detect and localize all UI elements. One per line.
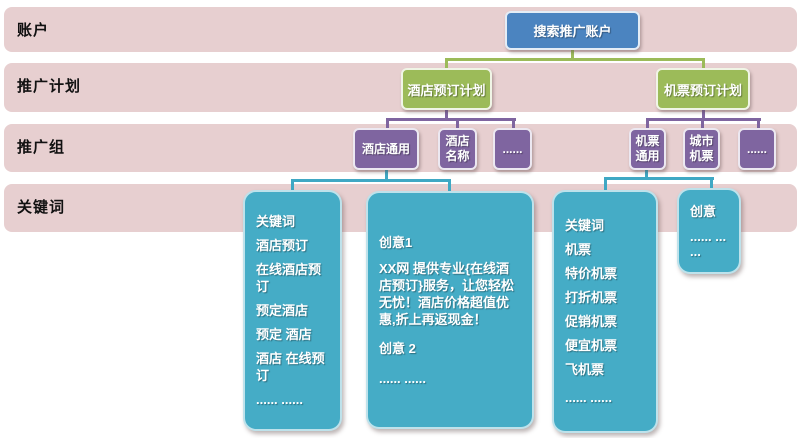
group-node-hotel-general-label: 酒店通用: [361, 141, 410, 156]
connector-leg-hotel-creatives: [448, 181, 451, 191]
creative-line: 创意 2: [379, 341, 416, 356]
plan-node-flight: 机票预订计划: [656, 68, 750, 110]
connector-leg-hotel-name: [456, 120, 459, 129]
connector-leg-flight-plan: [702, 60, 705, 69]
keyword-line: 打折机票: [565, 290, 618, 306]
connector-hotel-plan-feed: [445, 110, 448, 119]
connector-leg-hotel-plan: [445, 60, 448, 69]
connector-leg-hotel-keywords: [291, 181, 294, 191]
creative-box-hotel: 创意1 XX网 提供专业{在线酒店预订}服务，让您轻松无忧！酒店价格超值优惠,折…: [366, 191, 534, 429]
group-node-hotel-name: 酒店名称: [438, 128, 477, 170]
connector-leg-hotel-more: [512, 120, 515, 129]
connector-hotel-keywords-horizontal: [291, 179, 451, 182]
creative-line: ...... ... ...: [690, 229, 727, 260]
account-node-label: 搜索推广账户: [533, 24, 612, 39]
keyword-line: 便宜机票: [565, 338, 618, 354]
keyword-box-flight: 关键词 机票 特价机票 打折机票 促销机票 便宜机票 飞机票 ...... ..…: [552, 190, 658, 433]
connector-account-feed: [571, 50, 574, 60]
group-node-city-flight: 城市机票: [683, 128, 720, 170]
creative-line: XX网 提供专业{在线酒店预订}服务，让您轻松无忧！酒店价格超值优惠,折上再返现…: [379, 261, 515, 327]
creative-line: 创意: [690, 203, 717, 219]
level-band-account: 账户: [4, 7, 797, 52]
connector-hotel-groups-horizontal: [386, 118, 516, 121]
connector-leg-flight-more: [757, 120, 760, 129]
connector-flight-group-feed: [645, 170, 648, 178]
connector-account-horizontal: [445, 58, 705, 61]
keyword-line: 关键词: [256, 214, 296, 229]
group-node-hotel-general: 酒店通用: [353, 128, 419, 170]
group-node-hotel-more: ......: [493, 128, 532, 170]
creative-box-flight: 创意 ...... ... ...: [677, 188, 741, 274]
connector-flight-keywords-horizontal: [604, 177, 714, 180]
plan-node-hotel: 酒店预订计划: [401, 68, 492, 110]
keyword-line: 预定 酒店: [256, 327, 312, 342]
keyword-line: 在线酒店预订: [256, 262, 322, 294]
keyword-line: 机票: [565, 242, 592, 258]
connector-leg-city-flight: [701, 120, 704, 129]
connector-leg-flight-creatives: [710, 179, 713, 189]
plan-node-hotel-label: 酒店预订计划: [407, 82, 486, 98]
connector-flight-groups-horizontal: [646, 118, 761, 121]
group-node-hotel-more-label: ......: [502, 141, 523, 156]
group-node-flight-general-label: 机票通用: [635, 134, 660, 163]
keyword-line: ...... ......: [256, 392, 303, 407]
level-label-campaign: 推广计划: [17, 78, 82, 95]
connector-flight-plan-feed: [702, 110, 705, 119]
group-node-hotel-name-label: 酒店名称: [445, 134, 470, 163]
group-node-city-flight-label: 城市机票: [689, 134, 714, 163]
group-node-flight-more-label: ......: [746, 141, 767, 156]
keyword-line: 飞机票: [565, 362, 605, 378]
plan-node-flight-label: 机票预订计划: [663, 82, 742, 98]
keyword-line: 特价机票: [565, 266, 618, 282]
group-node-flight-more: ......: [738, 128, 776, 170]
connector-hotel-group-feed: [385, 170, 388, 181]
level-label-adgroup: 推广组: [17, 139, 66, 156]
keyword-line: 促销机票: [565, 314, 618, 330]
keyword-line: 预定酒店: [256, 303, 309, 318]
account-node: 搜索推广账户: [505, 11, 640, 50]
level-label-account: 账户: [17, 22, 50, 39]
keyword-box-hotel: 关键词 酒店预订 在线酒店预订 预定酒店 预定 酒店 酒店 在线预订 .....…: [243, 190, 342, 431]
creative-line: ...... ......: [379, 370, 426, 386]
connector-leg-hotel-general: [386, 120, 389, 129]
level-label-keyword: 关键词: [17, 199, 66, 216]
keyword-line: 酒店预订: [256, 238, 309, 253]
group-node-flight-general: 机票通用: [629, 128, 666, 170]
keyword-line: ...... ......: [565, 389, 612, 405]
creative-line: 创意1: [379, 234, 413, 250]
connector-leg-flight-keywords: [604, 179, 607, 191]
keyword-line: 关键词: [565, 218, 605, 234]
connector-leg-flight-general: [646, 120, 649, 129]
keyword-line: 酒店 在线预订: [256, 351, 325, 383]
